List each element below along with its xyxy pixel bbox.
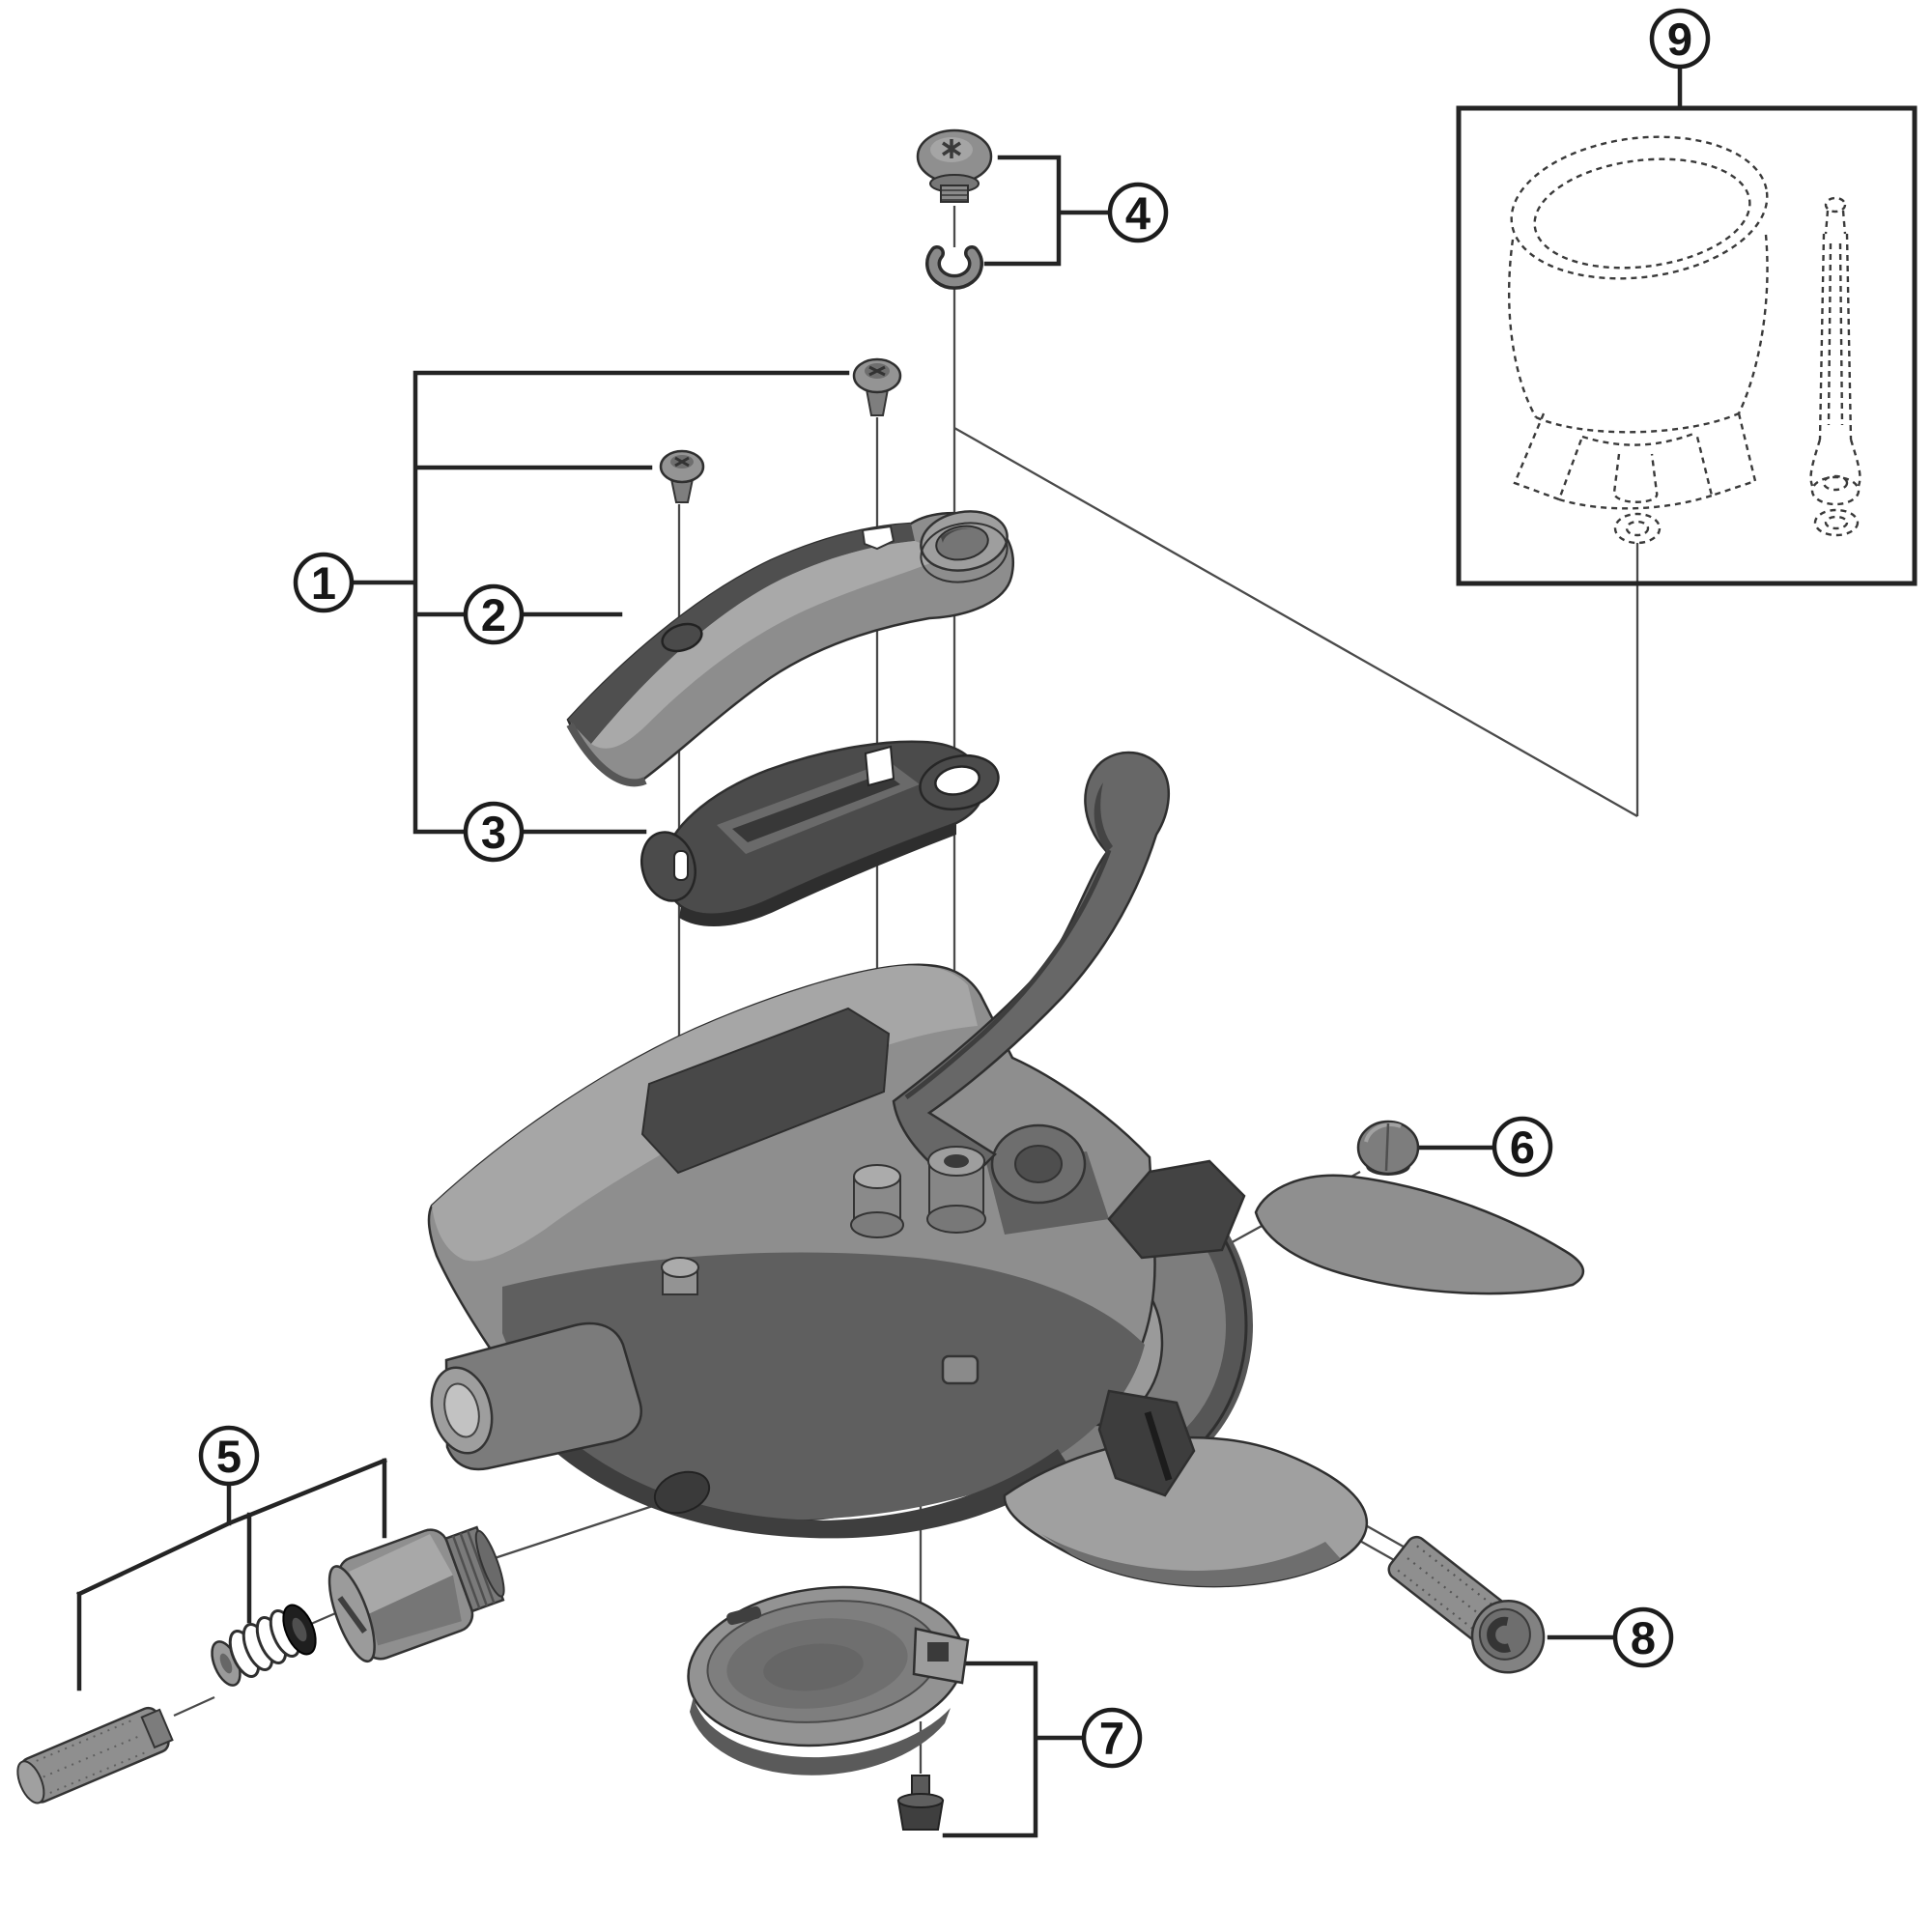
callout-4-number: 4 xyxy=(1125,187,1151,239)
cover-screw-left xyxy=(659,449,705,503)
grip-cover-oring xyxy=(1613,512,1662,545)
callout-8: 8 xyxy=(1612,1606,1674,1668)
callouts: 1 2 3 4 5 6 7 8 xyxy=(198,8,1711,1769)
dish-center xyxy=(763,1643,864,1691)
callout-8-number: 8 xyxy=(1631,1612,1656,1663)
callout-5: 5 xyxy=(198,1425,260,1487)
dish-tab-hole xyxy=(927,1642,949,1662)
dish-bottom-edge xyxy=(690,1696,951,1776)
callout-9-number: 9 xyxy=(1667,14,1692,65)
boss-middle xyxy=(850,1164,904,1238)
bracket-group-7 xyxy=(942,1661,1087,1838)
callout-2: 2 xyxy=(463,583,525,645)
ear-slot xyxy=(673,850,689,881)
bottom-cover-screw xyxy=(896,1775,945,1831)
callout-brackets xyxy=(76,63,1683,1838)
clamp-bolt-lug xyxy=(1097,1389,1196,1497)
screw-star-recess xyxy=(942,139,961,158)
cable-adjuster-unit xyxy=(16,1525,505,1804)
bracket-group-1-2-3 xyxy=(349,370,850,835)
screw-recess xyxy=(868,365,886,377)
callout-6-number: 6 xyxy=(1510,1122,1535,1173)
collar-bore xyxy=(944,1154,969,1168)
callout-9: 9 xyxy=(1649,8,1711,70)
clamp-top-fin xyxy=(1107,1159,1246,1260)
barrel-adjuster xyxy=(327,1525,505,1663)
bracket-group-4 xyxy=(983,155,1112,267)
end-cap xyxy=(1356,1120,1420,1176)
screw-recess xyxy=(674,456,690,468)
callout-2-number: 2 xyxy=(481,589,506,640)
gasket-plate xyxy=(640,740,1000,927)
brake-lever-blade xyxy=(892,751,1171,1190)
gasket-bottom-edge xyxy=(679,823,956,927)
callout-1: 1 xyxy=(293,552,355,613)
pivot-bore xyxy=(1014,1145,1063,1183)
adjuster-seal-ring xyxy=(282,1604,317,1656)
lug-slot xyxy=(1144,1410,1173,1482)
cover-cable-collar xyxy=(920,510,1009,583)
gasket-cable-ring xyxy=(919,753,1000,811)
callout-1-number: 1 xyxy=(311,557,336,609)
retaining-clip xyxy=(925,245,983,290)
body-front-band xyxy=(502,1252,1145,1520)
callout-7: 7 xyxy=(1081,1707,1143,1769)
thumb-lever-underside xyxy=(1041,1534,1341,1587)
collar-hole xyxy=(935,525,989,561)
cover-screw-right xyxy=(852,357,902,416)
grip-cover-pin xyxy=(1809,196,1861,537)
callout-4: 4 xyxy=(1107,182,1169,243)
body-clip-window xyxy=(941,1354,980,1385)
body-screw-bosses xyxy=(661,1146,986,1295)
kit-box xyxy=(1456,105,1918,586)
bracket-group-5 xyxy=(76,1458,387,1691)
body-snout xyxy=(430,1321,642,1471)
body-indicator-recess xyxy=(640,1007,891,1175)
barrel-slot xyxy=(337,1596,367,1634)
bottom-cover xyxy=(687,1585,970,1776)
pin-oring xyxy=(1813,508,1860,537)
callout-7-number: 7 xyxy=(1099,1713,1124,1764)
callout-5-number: 5 xyxy=(216,1431,242,1482)
lever-pivot xyxy=(985,1123,1109,1235)
gasket-ring-hole xyxy=(934,765,980,796)
cover-top-highlight xyxy=(591,541,952,749)
cover-bottom-edge xyxy=(566,723,647,787)
cover-notch xyxy=(861,525,895,551)
barrel-facet-top xyxy=(349,1534,453,1614)
barrel-knurl xyxy=(451,1530,496,1609)
grip-cover-outline xyxy=(1507,135,1769,545)
gasket-center-block xyxy=(732,773,900,842)
cap-seam xyxy=(1384,1122,1390,1172)
gasket-notch xyxy=(864,745,895,787)
gasket-left-ear xyxy=(640,831,696,902)
snout-bore xyxy=(443,1382,480,1438)
top-cover xyxy=(566,510,1015,787)
clamp-bolt xyxy=(1387,1535,1546,1674)
shifter-body xyxy=(427,963,1156,1539)
adjuster-port xyxy=(653,1470,711,1515)
dish-tab xyxy=(912,1627,970,1685)
adjuster-bolt xyxy=(16,1706,174,1804)
lever-wing xyxy=(1254,1174,1584,1295)
boss-left xyxy=(661,1257,699,1295)
cap-highlight xyxy=(1364,1122,1402,1143)
blade-crease xyxy=(904,849,1112,1100)
adjuster-screw xyxy=(916,128,993,203)
bolt-knurl xyxy=(1397,1545,1499,1635)
hex-socket xyxy=(1487,1616,1511,1653)
callout-3-number: 3 xyxy=(481,807,506,858)
grip-cover-leader xyxy=(953,427,1639,817)
grip-cover-kit xyxy=(1456,105,1918,586)
screw-ribs xyxy=(942,189,967,201)
barrel-facet-bottom xyxy=(369,1575,462,1646)
cover-screw-hole xyxy=(661,622,703,653)
boss-cable-collar xyxy=(926,1146,986,1234)
collar-hole-shadow xyxy=(941,527,974,543)
callout-3: 3 xyxy=(463,801,525,863)
callout-6: 6 xyxy=(1492,1116,1553,1178)
dish-left-slot xyxy=(726,1605,762,1626)
adjuster-screw-unit xyxy=(916,128,993,290)
blade-hook-shadow xyxy=(1094,782,1113,852)
